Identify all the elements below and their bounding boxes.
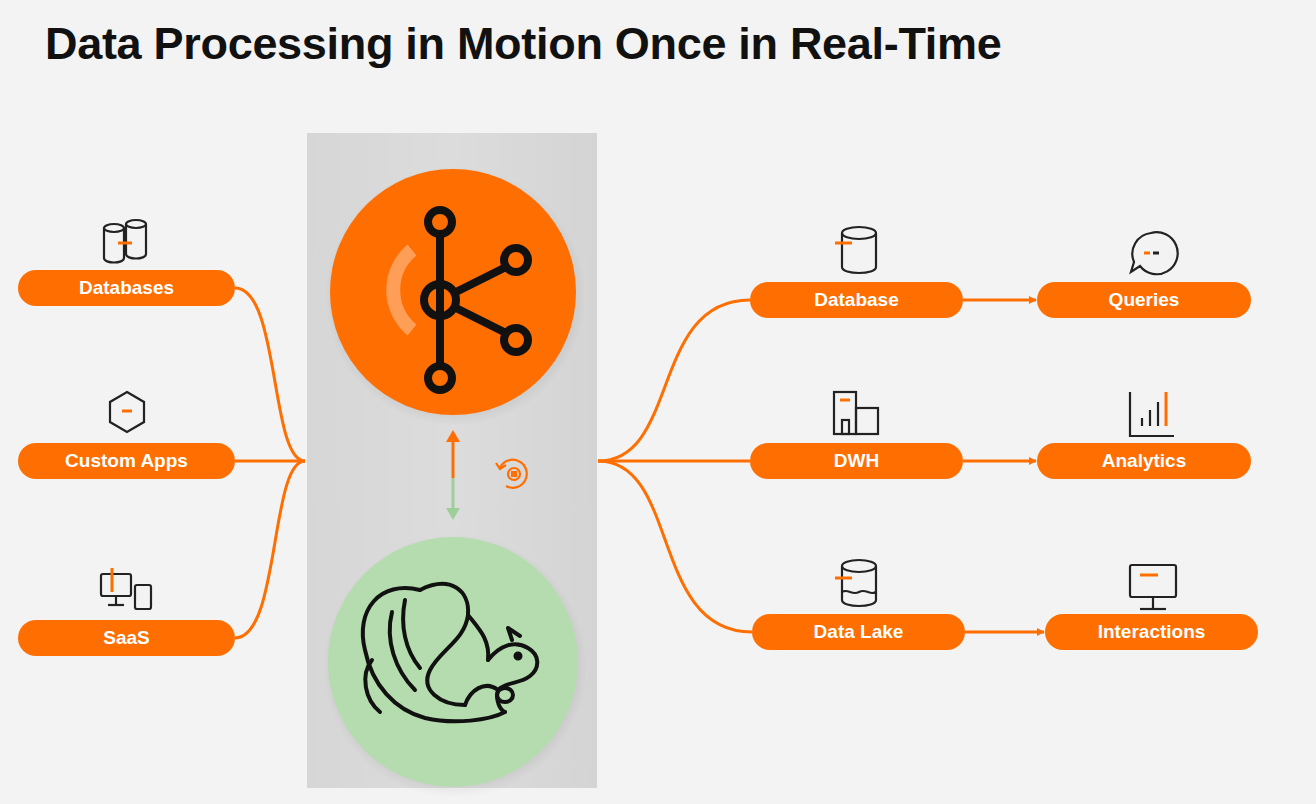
custom-apps-icon bbox=[110, 392, 144, 432]
pill-box: Interactions bbox=[1045, 614, 1258, 650]
node-label: SaaS bbox=[103, 627, 149, 649]
node-label: Database bbox=[814, 289, 899, 311]
node-label: Interactions bbox=[1098, 621, 1206, 643]
pill-box: Data Lake bbox=[752, 614, 965, 650]
kafka-circle bbox=[330, 169, 576, 415]
node-label: Databases bbox=[79, 277, 174, 299]
flow-arrow bbox=[963, 460, 1036, 463]
pill-box: SaaS bbox=[18, 620, 235, 656]
dwh-icon bbox=[834, 392, 878, 434]
kafka-logo bbox=[424, 210, 528, 390]
node-label: Queries bbox=[1109, 289, 1180, 311]
kafka-arc bbox=[393, 250, 412, 330]
flow-arrow bbox=[963, 299, 1036, 302]
pill-box: DWH bbox=[750, 443, 963, 479]
processing-panel bbox=[307, 133, 597, 788]
node-label: Analytics bbox=[1102, 450, 1186, 472]
data-lake-icon bbox=[835, 560, 876, 606]
node-label: DWH bbox=[834, 450, 879, 472]
pill-box: Database bbox=[750, 282, 963, 318]
pill-box: Custom Apps bbox=[18, 443, 235, 479]
databases-icon bbox=[104, 220, 146, 263]
flink-squirrel bbox=[363, 584, 537, 721]
pill-box: Databases bbox=[18, 270, 235, 306]
database-icon bbox=[835, 227, 876, 273]
exactly-once-icon bbox=[496, 460, 527, 488]
interactions-icon bbox=[1130, 565, 1176, 609]
analytics-icon bbox=[1130, 392, 1174, 436]
queries-icon bbox=[1131, 232, 1178, 274]
node-label: Custom Apps bbox=[65, 450, 188, 472]
diagram-title: Data Processing in Motion Once in Real-T… bbox=[45, 18, 1001, 70]
flink-circle bbox=[328, 537, 578, 787]
icons bbox=[101, 220, 1178, 609]
pill-box: Analytics bbox=[1037, 443, 1251, 479]
flow-arrow bbox=[965, 631, 1044, 634]
saas-icon bbox=[101, 568, 151, 609]
pill-box: Queries bbox=[1037, 282, 1251, 318]
node-label: Data Lake bbox=[814, 621, 904, 643]
